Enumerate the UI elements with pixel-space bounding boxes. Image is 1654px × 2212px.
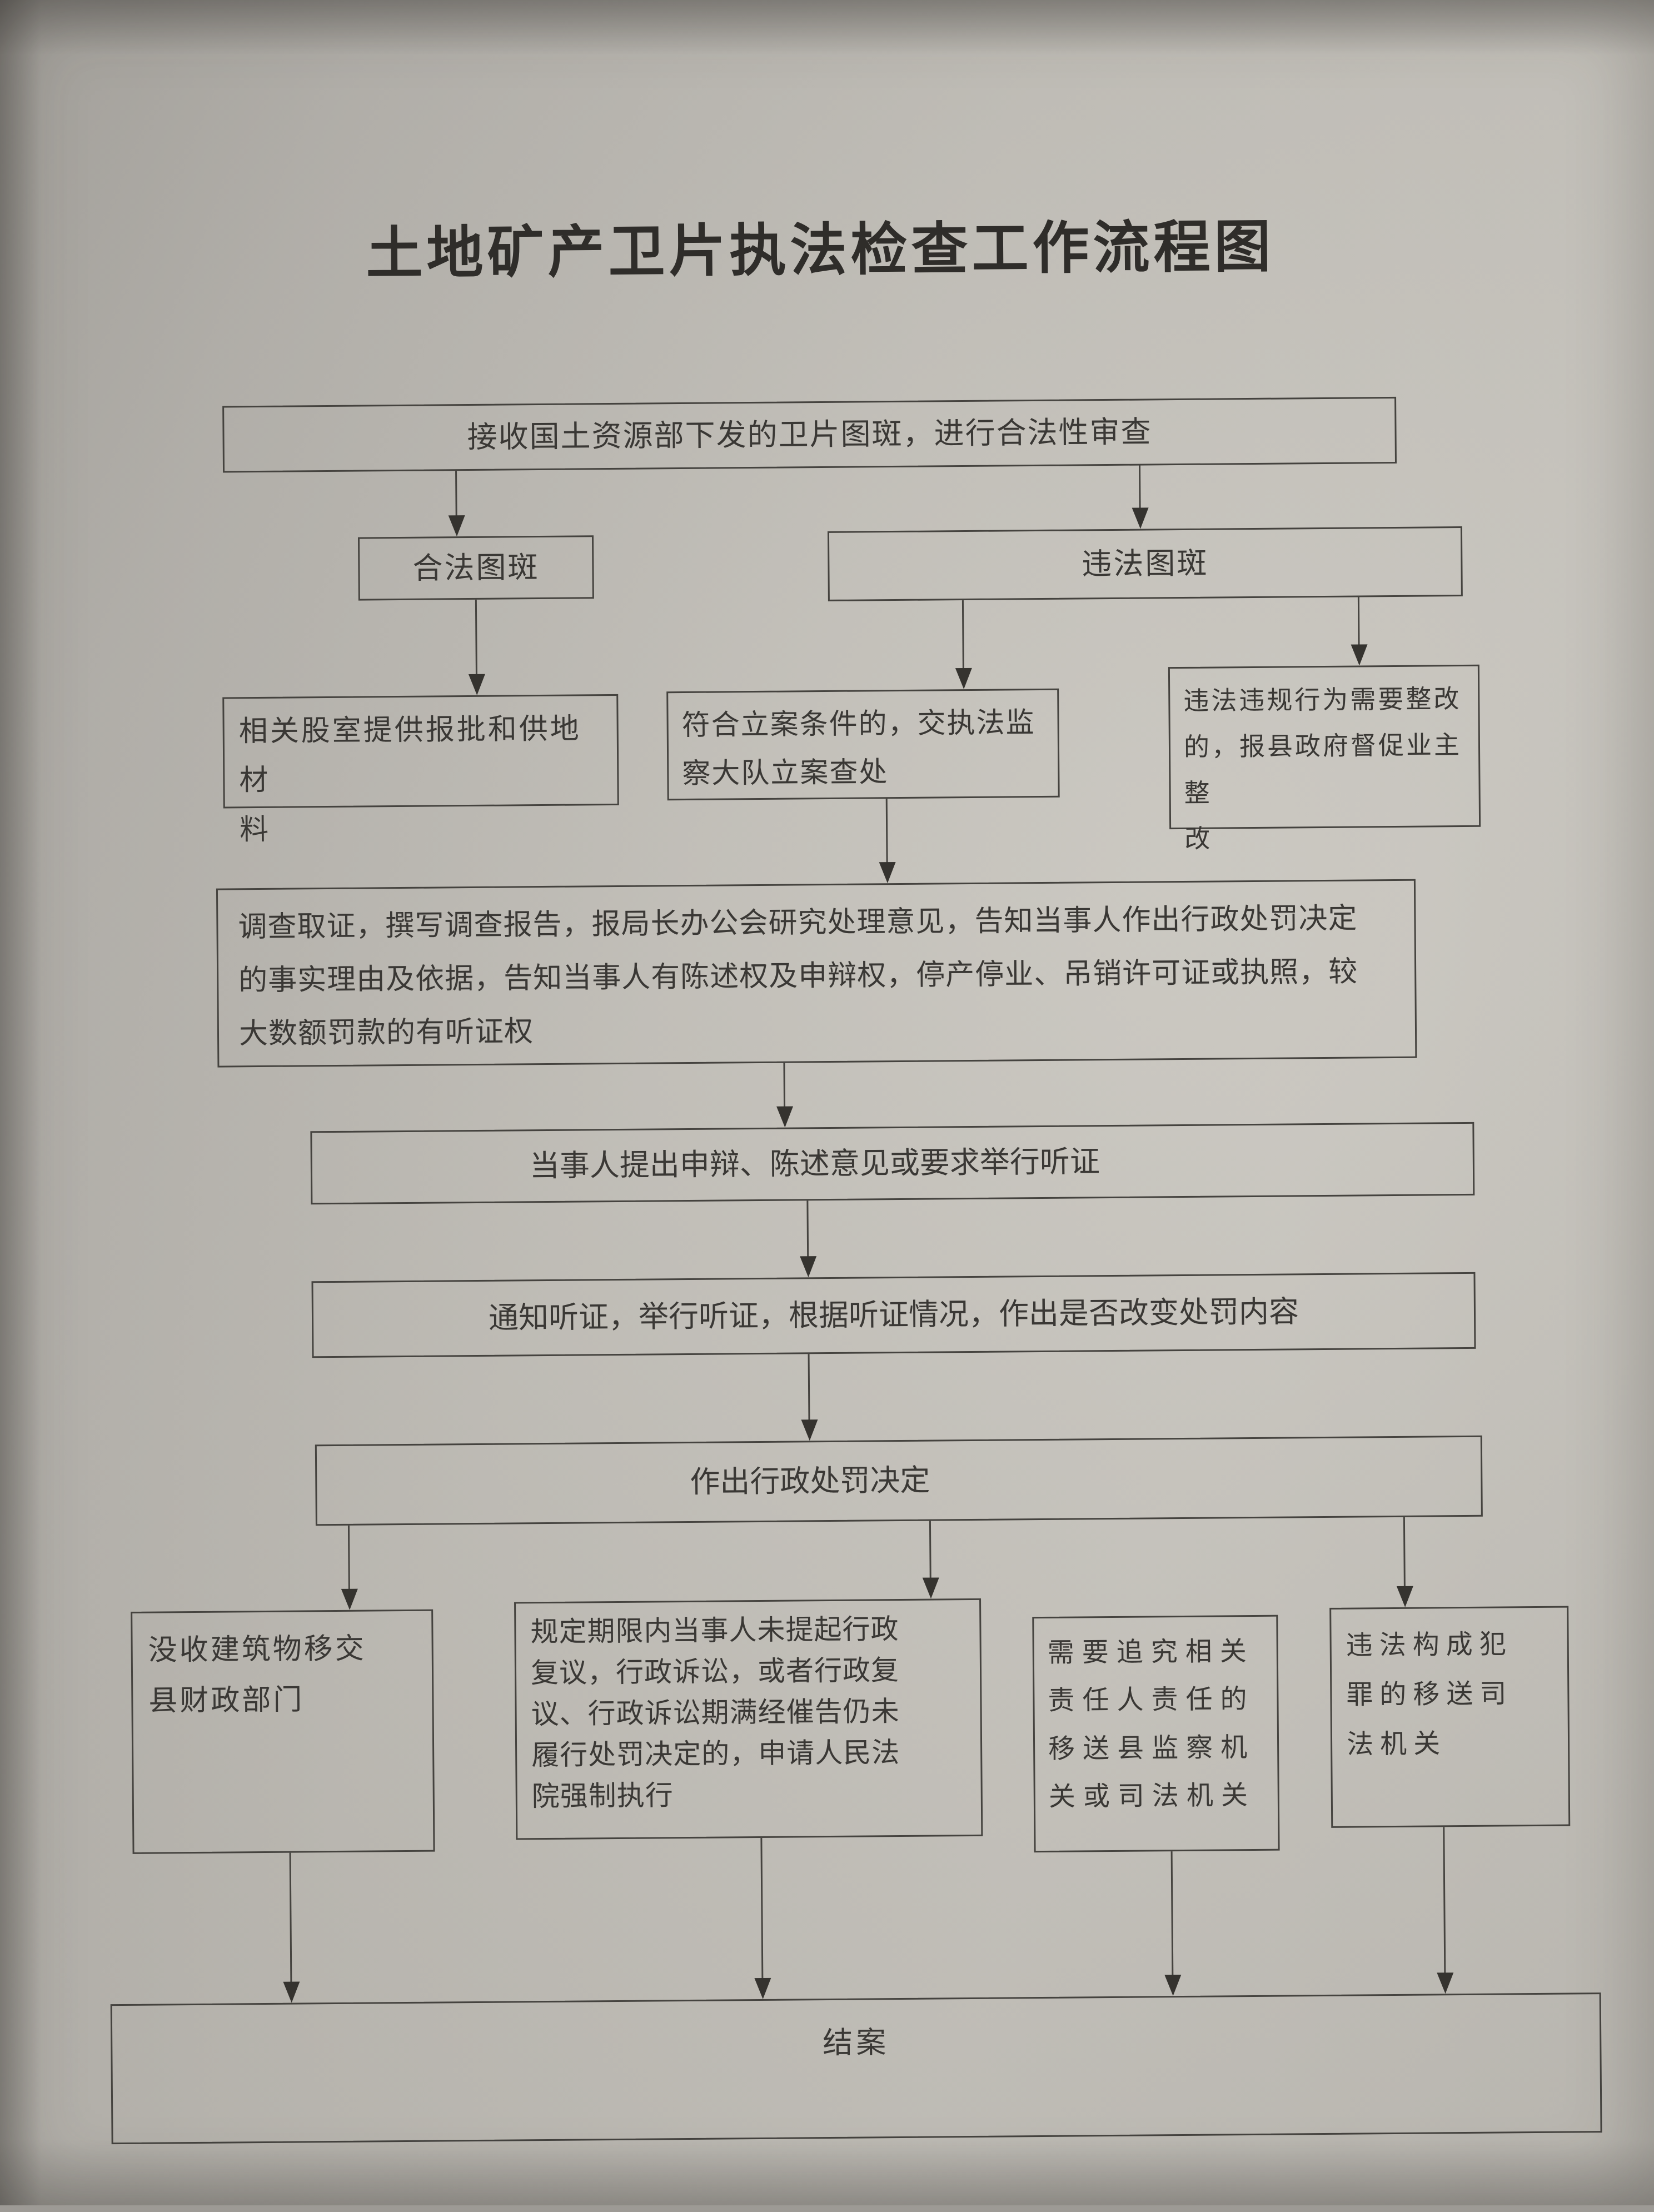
- page-title: 土地矿产卫片执法检查工作流程图: [366, 216, 1275, 286]
- arrowhead: [468, 674, 486, 696]
- arrowhead: [341, 1588, 358, 1610]
- arrow-decision-to-enforce: [929, 1521, 931, 1580]
- arrow-criminal-to-close: [1443, 1827, 1446, 1975]
- node-label: 合法图斑: [412, 550, 540, 585]
- node-file-case: 符合立案条件的，交执法监 察大队立案查处: [666, 688, 1060, 801]
- node-accountability-transfer: 需要追究相关 责任人责任的 移送县监察机 关或司法机关: [1032, 1615, 1280, 1853]
- arrowhead: [801, 1419, 818, 1441]
- node-label: 调查取证，撰写调查报告，报局长办公会研究处理意见，告知当事人作出行政处罚决定 的…: [238, 903, 1358, 1050]
- node-label: 需要追究相关 责任人责任的 移送县监察机 关或司法机关: [1047, 1636, 1256, 1812]
- arrow-legal-to-materials: [475, 599, 477, 676]
- arrow-illegal-to-filecase: [961, 600, 964, 671]
- node-investigation: 调查取证，撰写调查报告，报局长办公会研究处理意见，告知当事人作出行政处罚决定 的…: [216, 879, 1417, 1068]
- arrowhead: [1437, 1972, 1454, 1994]
- arrowhead: [1132, 507, 1149, 529]
- node-criminal-transfer: 违法构成犯 罪的移送司 法机关: [1329, 1606, 1571, 1828]
- node-receive-review: 接收国土资源部下发的卫片图斑，进行合法性审查: [222, 396, 1397, 473]
- arrow-receive-to-legal: [455, 471, 457, 518]
- node-label: 相关股室提供报批和供地材 料: [238, 713, 581, 846]
- node-label: 符合立案条件的，交执法监 察大队立案查处: [681, 708, 1035, 790]
- node-label: 通知听证，举行听证，根据听证情况，作出是否改变处罚内容: [488, 1295, 1299, 1335]
- node-label: 当事人提出申辩、陈述意见或要求举行听证: [529, 1144, 1100, 1183]
- arrowhead: [1164, 1975, 1182, 1996]
- arrowhead: [879, 862, 896, 884]
- arrowhead: [1396, 1586, 1414, 1607]
- node-illegal-patch: 违法图斑: [827, 526, 1463, 601]
- node-label: 结案: [823, 2026, 890, 2060]
- node-penalty-decision: 作出行政处罚决定: [315, 1435, 1483, 1526]
- arrow-hearing-to-decision: [808, 1354, 810, 1422]
- node-confiscate-buildings: 没收建筑物移交 县财政部门: [131, 1609, 435, 1854]
- node-label: 违法构成犯 罪的移送司 法机关: [1346, 1630, 1513, 1760]
- arrow-confiscate-to-close: [289, 1852, 292, 1984]
- node-legal-patch: 合法图斑: [357, 535, 594, 601]
- arrowhead: [754, 1977, 771, 2000]
- arrowhead: [1351, 644, 1368, 666]
- node-court-enforcement: 规定期限内当事人未提起行政 复议，行政诉讼，或者行政复 议、行政诉讼期满经催告仍…: [514, 1598, 983, 1840]
- arrow-decision-to-confiscate: [347, 1525, 350, 1591]
- arrow-enforce-to-close: [760, 1837, 764, 1980]
- arrowhead: [448, 515, 465, 537]
- node-label: 接收国土资源部下发的卫片图斑，进行合法性审查: [467, 415, 1152, 454]
- node-label: 没收建筑物移交 县财政部门: [148, 1633, 366, 1717]
- node-label: 规定期限内当事人未提起行政 复议，行政诉讼，或者行政复 议、行政诉讼期满经催告仍…: [530, 1613, 900, 1812]
- arrow-statement-to-hearing: [806, 1200, 809, 1259]
- node-provide-materials: 相关股室提供报批和供地材 料: [222, 694, 619, 846]
- arrowhead: [776, 1106, 794, 1128]
- node-rectification: 违法违规行为需要整改 的，报县政府督促业主整 改: [1168, 664, 1481, 853]
- arrowhead: [922, 1577, 940, 1599]
- arrowhead: [800, 1256, 817, 1278]
- arrow-decision-to-criminal: [1403, 1517, 1406, 1588]
- node-statement-defense: 当事人提出申辩、陈述意见或要求举行听证: [310, 1122, 1475, 1205]
- arrow-illegal-to-rectify: [1357, 597, 1360, 647]
- arrow-receive-to-illegal: [1139, 465, 1141, 510]
- arrow-investigate-to-statement: [783, 1063, 786, 1109]
- arrowhead: [955, 667, 973, 690]
- node-hearing: 通知听证，举行听证，根据听证情况，作出是否改变处罚内容: [311, 1272, 1476, 1358]
- arrow-filecase-to-investigate: [885, 799, 888, 865]
- node-label: 违法图斑: [1082, 546, 1209, 581]
- node-label: 违法违规行为需要整改 的，报县政府督促业主整 改: [1183, 685, 1462, 854]
- arrow-accountability-to-close: [1170, 1851, 1174, 1977]
- node-close-case: 结案: [110, 1992, 1602, 2145]
- arrowhead: [283, 1981, 300, 2003]
- node-label: 作出行政处罚决定: [690, 1463, 930, 1499]
